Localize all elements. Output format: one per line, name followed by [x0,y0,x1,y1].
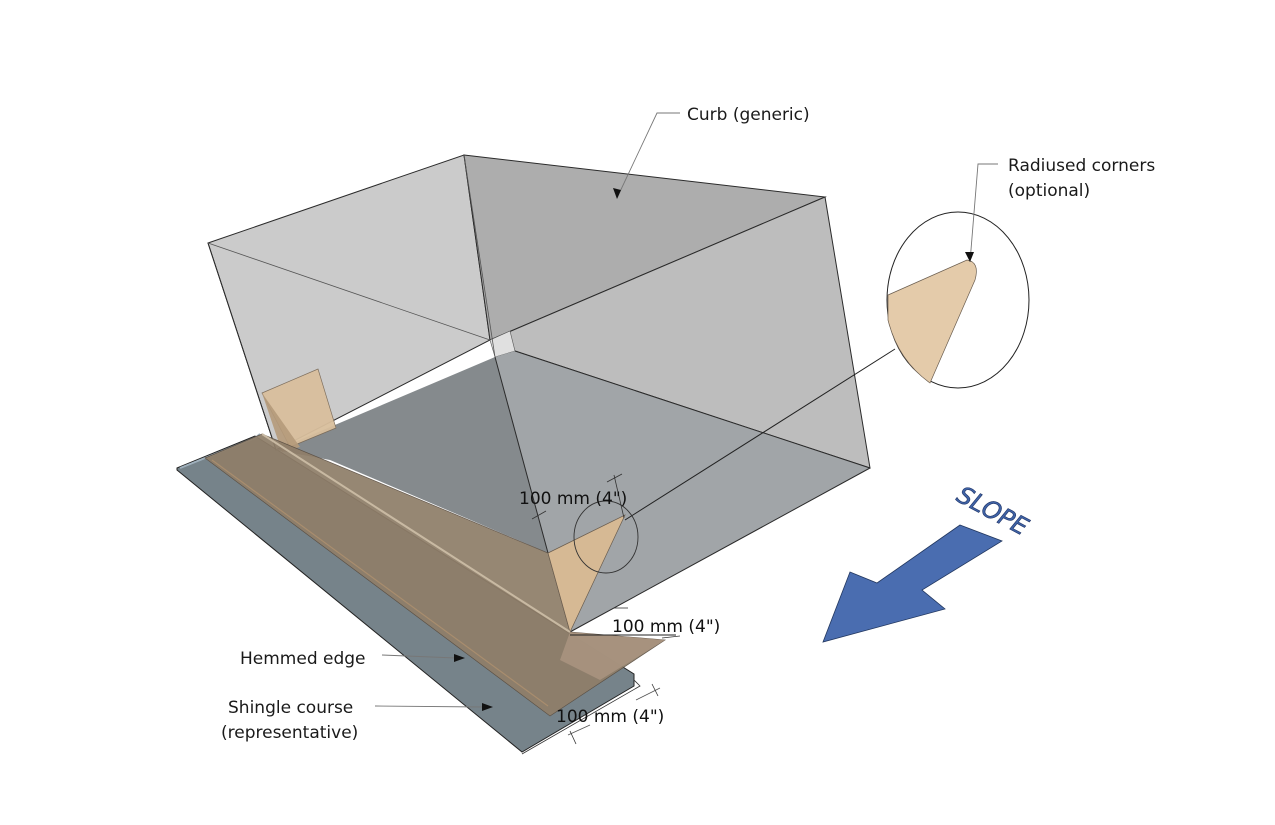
hemmed-edge-leader [381,654,465,662]
hemmed-edge-label: Hemmed edge [240,649,366,669]
shingle-course-leader [374,703,493,711]
flashing [204,368,667,717]
curb-label: Curb (generic) [687,105,810,125]
shingle-course-label-2: (representative) [221,723,358,743]
slope-arrow-icon [822,524,1003,643]
upturn-dimension-label: 100 mm (4") [519,489,627,509]
radiused-corner-detail [624,163,1030,521]
radiused-corners-label-1: Radiused corners [1008,156,1155,176]
sideways-dimension-label: 100 mm (4") [612,617,720,637]
curb [207,154,871,633]
headlap-dimension-label: 100 mm (4") [556,707,664,727]
radiused-corners-label-2: (optional) [1008,181,1090,201]
sideways-dimension [570,607,681,639]
curb-leader [613,112,680,199]
upturn-dimension [531,473,625,520]
corner-callout-circle [573,500,639,574]
shingle-course-label-1: Shingle course [228,698,353,718]
headlap-dimension [567,683,661,745]
